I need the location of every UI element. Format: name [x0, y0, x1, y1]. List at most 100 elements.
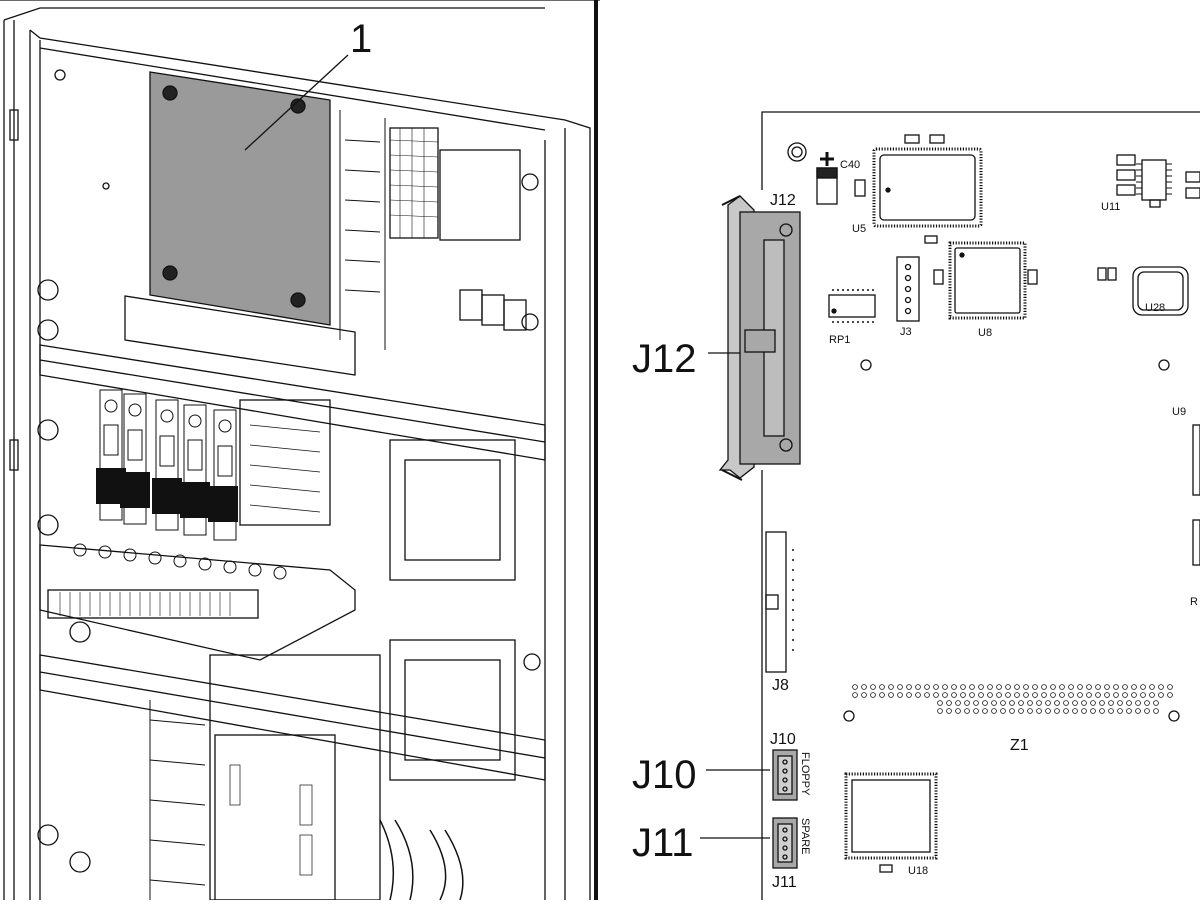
- z1-pad: [1018, 708, 1024, 714]
- z1-pad: [1081, 708, 1087, 714]
- label-u28: U28: [1145, 302, 1165, 314]
- z1-pad: [1135, 708, 1141, 714]
- z1-pad: [1086, 692, 1092, 698]
- z1-pad: [1140, 684, 1146, 690]
- z1-pad: [987, 692, 993, 698]
- z1-pad: [982, 700, 988, 706]
- z1-pad: [906, 684, 912, 690]
- z1-pad: [1059, 684, 1065, 690]
- z1-pad: [1054, 700, 1060, 706]
- z1-pad: [973, 700, 979, 706]
- z1-pad: [1027, 708, 1033, 714]
- board-labels: C40 J12 U5 U11 U28 RP1 J3 U8 U9 R J8 Z1 …: [770, 159, 1198, 891]
- z1-pad: [996, 684, 1002, 690]
- z1-pad: [1158, 692, 1164, 698]
- label-c40: C40: [840, 159, 860, 171]
- z1-pad: [1099, 700, 1105, 706]
- z1-pad: [915, 684, 921, 690]
- z1-pad: [1131, 684, 1137, 690]
- z1-pad: [982, 708, 988, 714]
- z1-pad: [1050, 684, 1056, 690]
- z1-pad: [1126, 708, 1132, 714]
- j12-connector: [718, 195, 801, 481]
- z1-pad: [1023, 684, 1029, 690]
- z1-pad: [973, 708, 979, 714]
- z1-pad: [1014, 692, 1020, 698]
- z1-pad: [1068, 684, 1074, 690]
- callout-j11-label: J11: [632, 821, 694, 865]
- z1-pad: [991, 700, 997, 706]
- z1-pad: [1000, 700, 1006, 706]
- controller-board: [718, 111, 1200, 900]
- z1-pad: [937, 700, 943, 706]
- z1-pad: [870, 692, 876, 698]
- z1-pad: [1153, 700, 1159, 706]
- z1-pad: [1036, 708, 1042, 714]
- callout-j12-label: J12: [632, 337, 697, 381]
- label-j10-board: J10: [770, 731, 796, 748]
- z1-pad: [937, 708, 943, 714]
- z1-pad: [1032, 692, 1038, 698]
- z1-pad: [1081, 700, 1087, 706]
- callout-1-label: 1: [350, 17, 372, 61]
- z1-pad: [1036, 700, 1042, 706]
- label-u9: U9: [1172, 406, 1186, 418]
- z1-pad: [996, 692, 1002, 698]
- z1-pad: [951, 692, 957, 698]
- z1-pad: [1095, 692, 1101, 698]
- z1-pad: [933, 684, 939, 690]
- z1-pad: [906, 692, 912, 698]
- z1-pad: [946, 700, 952, 706]
- z1-pad: [969, 692, 975, 698]
- label-z1: Z1: [1010, 737, 1029, 754]
- z1-pad: [991, 708, 997, 714]
- z1-pad: [1131, 692, 1137, 698]
- z1-pad: [964, 708, 970, 714]
- z1-pad: [879, 692, 885, 698]
- z1-pad: [1050, 692, 1056, 698]
- z1-pad: [1090, 700, 1096, 706]
- z1-pad: [1140, 692, 1146, 698]
- z1-pad: [1099, 708, 1105, 714]
- z1-pad: [978, 692, 984, 698]
- z1-pad: [1005, 692, 1011, 698]
- z1-pad: [870, 684, 876, 690]
- z1-pad: [1167, 692, 1173, 698]
- z1-pad: [1041, 684, 1047, 690]
- z1-pad: [1072, 700, 1078, 706]
- z1-pad: [879, 684, 885, 690]
- z1-pad: [946, 708, 952, 714]
- label-rp1: RP1: [829, 334, 850, 346]
- z1-pad: [1045, 700, 1051, 706]
- z1-pad: [924, 692, 930, 698]
- z1-pad: [1063, 700, 1069, 706]
- z1-pad: [1167, 684, 1173, 690]
- z1-pad: [1063, 708, 1069, 714]
- label-u5: U5: [852, 223, 866, 235]
- label-j12-board: J12: [770, 192, 796, 209]
- z1-pad: [942, 692, 948, 698]
- z1-pad: [888, 692, 894, 698]
- label-r-partial: R: [1190, 596, 1198, 608]
- z1-pad: [1005, 684, 1011, 690]
- label-u8: U8: [978, 327, 992, 339]
- z1-pad: [897, 684, 903, 690]
- callout-j10-label: J10: [632, 753, 697, 797]
- z1-pad: [1086, 684, 1092, 690]
- z1-pad: [897, 692, 903, 698]
- z1-pad: [1045, 708, 1051, 714]
- z1-pad: [955, 708, 961, 714]
- z1-pad: [955, 700, 961, 706]
- z1-pad: [1108, 700, 1114, 706]
- z1-pad: [1144, 708, 1150, 714]
- z1-pad: [1104, 692, 1110, 698]
- z1-pad: [1108, 708, 1114, 714]
- label-j8: J8: [772, 677, 789, 694]
- z1-pad: [1018, 700, 1024, 706]
- z1-pad: [852, 692, 858, 698]
- z1-pad: [915, 692, 921, 698]
- z1-pad: [861, 684, 867, 690]
- z1-pad: [1135, 700, 1141, 706]
- z1-pad: [1014, 684, 1020, 690]
